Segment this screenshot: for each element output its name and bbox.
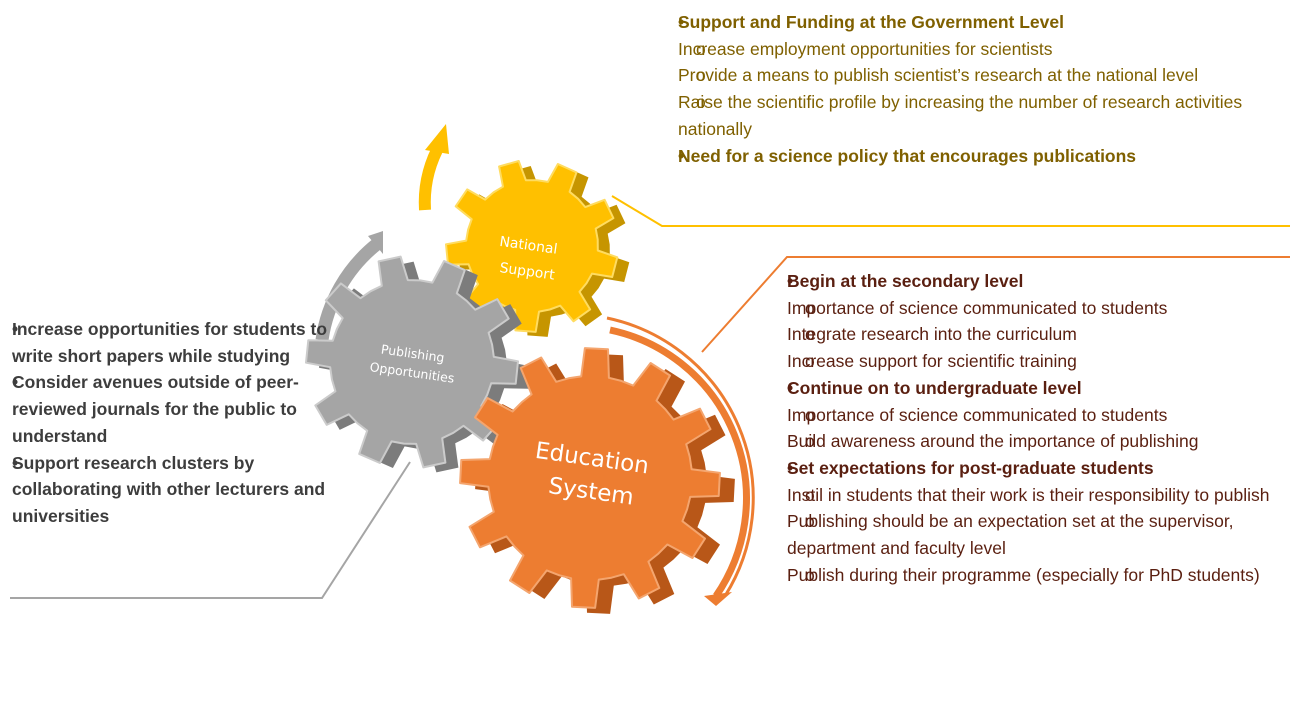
yellow-arrowhead	[425, 124, 449, 154]
hollow-circle-bullet-icon: o	[696, 38, 706, 59]
bullet-item: •Need for a science policy that encourag…	[678, 143, 1290, 170]
hollow-circle-bullet-icon: o	[805, 484, 815, 505]
bullet-dot-icon: •	[787, 377, 794, 398]
bullet-dot-icon: •	[678, 145, 685, 166]
bullet-dot-icon: •	[12, 372, 19, 393]
hollow-circle-bullet-icon: o	[805, 431, 815, 452]
education-system-gear	[459, 347, 735, 614]
bullet-dot-icon: •	[12, 452, 19, 473]
bullet-item: •Consider avenues outside of peer-review…	[12, 369, 342, 449]
bullet-item: •Set expectations for post-graduate stud…	[787, 455, 1290, 482]
gear-front-face	[305, 255, 519, 469]
bullet-dot-icon: •	[12, 319, 19, 339]
hollow-circle-bullet-icon: o	[805, 297, 815, 318]
gray-arrowhead	[368, 231, 383, 254]
orange-rotation-arrow-inner	[606, 316, 755, 597]
hollow-circle-bullet-icon: o	[805, 564, 815, 585]
publishing-opportunities-list: •Increase opportunities for students to …	[12, 316, 342, 530]
orange-rotation-arrow	[609, 326, 750, 598]
bullet-dot-icon: •	[787, 457, 794, 478]
connector-line-education	[701, 256, 1290, 353]
connector-line-publishing	[10, 461, 411, 599]
hollow-circle-bullet-icon: o	[805, 404, 815, 425]
hollow-circle-bullet-icon: o	[696, 65, 706, 86]
gear-front-face	[459, 347, 721, 609]
government-support-list: •Support and Funding at the Government L…	[678, 9, 1290, 169]
gear-front-face	[445, 160, 619, 333]
hollow-circle-bullet-icon: o	[805, 511, 815, 532]
yellow-rotation-arrow	[418, 147, 443, 211]
bullet-item: •Begin at the secondary level	[787, 268, 1290, 295]
hollow-circle-bullet-icon: o	[805, 351, 815, 372]
bullet-item: •Increase opportunities for students to …	[12, 316, 342, 369]
bullet-item: •Support and Funding at the Government L…	[678, 9, 1290, 36]
bullet-dot-icon: •	[787, 271, 794, 291]
bullet-dot-icon: •	[678, 12, 685, 32]
hollow-circle-bullet-icon: o	[696, 92, 706, 113]
connector-line-national	[611, 195, 1290, 227]
orange-arrowhead	[704, 592, 732, 606]
hollow-circle-bullet-icon: o	[805, 324, 815, 345]
bullet-item: •Support research clusters by collaborat…	[12, 450, 342, 530]
national-support-gear	[445, 160, 630, 337]
bullet-item: •Continue on to undergraduate level	[787, 375, 1290, 402]
